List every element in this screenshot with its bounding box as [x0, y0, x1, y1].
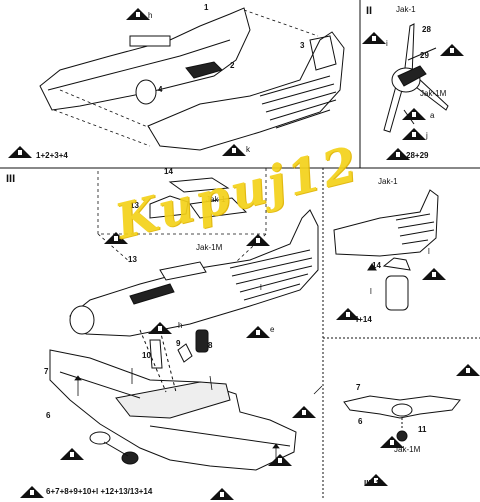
part-number-13-fuselage: 13	[128, 255, 137, 264]
part-number-7: 7	[44, 367, 49, 376]
propeller-title: Jak-1	[396, 5, 416, 14]
section-three-caption: 6+7+8+9+10+l +12+13/13+14	[46, 487, 153, 496]
inset-top-caption: l+14	[356, 315, 372, 324]
wing-assembly	[49, 349, 297, 471]
section-three-label: III	[6, 173, 16, 185]
inset-top-letter-l2: l	[370, 287, 372, 296]
part-number-4: 4	[158, 85, 163, 94]
section-two-caption: 28+29	[406, 151, 429, 160]
inset-top-letter-l1: l	[428, 247, 430, 256]
part-number-13-canopy: 13	[130, 201, 139, 210]
inset-top-part-14: 14	[372, 261, 381, 270]
symbol-letter-h: h	[148, 11, 153, 20]
part-number-10: 10	[142, 351, 151, 360]
part-number-29: 29	[420, 51, 429, 60]
part-number-3: 3	[300, 41, 305, 50]
canopy-parts	[149, 177, 248, 219]
section-one-caption: 1+2+3+4	[36, 151, 68, 160]
canopy-subtitle: Jak-1M	[196, 243, 223, 252]
part-number-8: 8	[208, 341, 213, 350]
inset-bottom-part-11: 11	[418, 425, 427, 434]
symbol-letter-h-iii: h	[178, 321, 183, 330]
fuselage-left-half	[39, 7, 251, 111]
part-number-28: 28	[422, 25, 431, 34]
inset-bottom-part-7: 7	[356, 383, 361, 392]
landing-gear	[89, 431, 139, 465]
part-number-14-canopy: 14	[164, 167, 173, 176]
symbol-letter-a: a	[430, 111, 435, 120]
symbol-letter-j: j	[426, 131, 428, 140]
symbol-letter-e: e	[270, 325, 275, 334]
inset-bottom-drawing	[343, 395, 461, 442]
part-number-9: 9	[176, 339, 181, 348]
assembly-dashes	[53, 9, 319, 147]
inset-bottom-caption: III+11	[364, 479, 384, 488]
part-number-2: 2	[230, 61, 235, 70]
inset-top-drawing	[333, 189, 439, 311]
arrow-guides	[74, 368, 323, 466]
propeller-subtitle: Jak-1M	[420, 89, 447, 98]
canopy-title: Jak-1	[206, 195, 226, 204]
part-number-6: 6	[46, 411, 51, 420]
section-two-label: II	[366, 5, 373, 17]
symbol-letter-k: k	[246, 145, 250, 154]
inset-top-title: Jak-1	[378, 177, 398, 186]
symbol-letter-i: i	[386, 39, 388, 48]
part-number-1: 1	[204, 3, 209, 12]
fuselage-right-half	[147, 31, 345, 151]
inset-bottom-part-6: 6	[358, 417, 363, 426]
symbol-letter-l-iii: l	[260, 283, 262, 292]
cockpit-parts	[139, 329, 209, 393]
inset-bottom-subtitle: Jak-1M	[394, 445, 421, 454]
